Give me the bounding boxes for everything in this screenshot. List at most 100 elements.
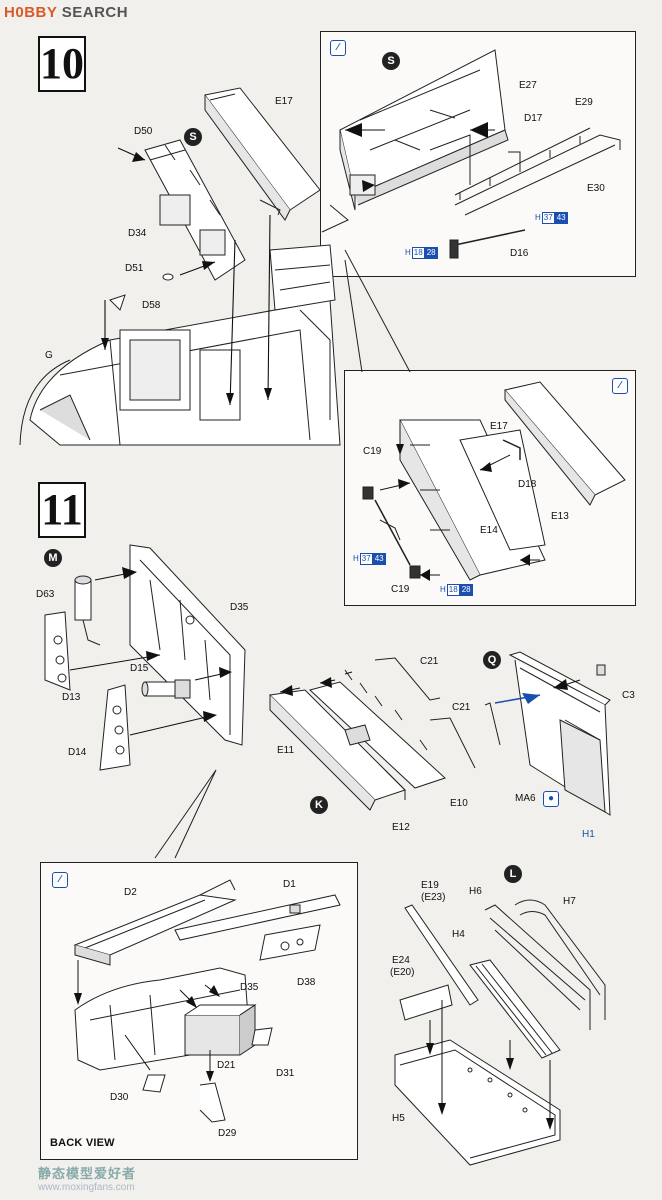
part-e17-inset-drawing: [504, 381, 626, 506]
label-d29: D29: [218, 1128, 237, 1139]
badge-s-inset: S: [382, 52, 400, 70]
part-h5-floor-drawing: [394, 1039, 561, 1166]
label-d13: D13: [62, 692, 81, 703]
label-d38: D38: [297, 977, 316, 988]
part-e19-drawing: [404, 904, 479, 1006]
part-d63-drawing: [74, 575, 101, 646]
part-d51-drawing: [162, 273, 174, 281]
label-d58: D58: [142, 300, 161, 311]
label-d2: D2: [124, 887, 137, 898]
label-e24: E24: [392, 955, 410, 966]
label-d35-back: D35: [240, 982, 259, 993]
part-d31-drawing: [251, 1027, 273, 1046]
part-d21-drawing: [184, 1004, 257, 1056]
part-c3-window-drawing: [508, 651, 611, 816]
badge-s-main: S: [184, 128, 202, 146]
part-d2-drawing: [73, 894, 237, 966]
label-d14: D14: [68, 747, 87, 758]
paint-brush-icon: ∕: [52, 872, 68, 888]
label-e10: E10: [450, 798, 468, 809]
part-d38-drawing: [259, 924, 321, 961]
label-d1: D1: [283, 879, 296, 890]
part-c21-drawing: [344, 657, 476, 769]
part-e24-drawing: [399, 984, 453, 1021]
label-c3: C3: [622, 690, 635, 701]
label-d35: D35: [230, 602, 249, 613]
label-d21: D21: [217, 1060, 236, 1071]
part-h7-drawing: [514, 899, 606, 1020]
part-d29-drawing: [199, 1082, 226, 1123]
label-c21-a: C21: [420, 656, 439, 667]
part-d18-drawing: [502, 439, 521, 460]
label-e30: E30: [587, 183, 605, 194]
badge-m: M: [44, 549, 62, 567]
label-c19-b: C19: [391, 584, 410, 595]
label-h5: H5: [392, 1113, 405, 1124]
part-e11-e10-e12-drawing: [268, 681, 446, 811]
part-h4-drawing: [469, 959, 561, 1059]
part-d35-frame-drawing: [129, 544, 246, 746]
label-d63: D63: [36, 589, 55, 600]
part-d34-panel-drawing: [144, 139, 246, 281]
part-d2-flag-drawing: [199, 879, 236, 896]
label-c19-a: C19: [363, 446, 382, 457]
label-e14: E14: [480, 525, 498, 536]
badge-l: L: [504, 865, 522, 883]
part-d58-drawing: [109, 294, 126, 311]
paint-brush-icon: ∕: [612, 378, 628, 394]
part-d15-drawing: [141, 679, 191, 699]
label-e17: E17: [275, 96, 293, 107]
part-e17-seat-drawing: [204, 87, 321, 221]
label-d17: D17: [524, 113, 543, 124]
watermark-logo: 静态模型爱好者: [38, 1166, 137, 1181]
label-h6: H6: [469, 886, 482, 897]
label-d18: D18: [518, 479, 537, 490]
part-d13-drawing: [44, 611, 71, 691]
label-e12: E12: [392, 822, 410, 833]
label-d30: D30: [110, 1092, 129, 1103]
hobby-search-logo: H0BBY SEARCH: [4, 4, 129, 21]
badge-k: K: [310, 796, 328, 814]
label-e20: (E20): [390, 967, 415, 978]
hull-body-drawing: [19, 244, 341, 446]
label-e29: E29: [575, 97, 593, 108]
label-e27: E27: [519, 80, 537, 91]
label-e11: E11: [277, 745, 295, 756]
label-c21-b: C21: [452, 702, 471, 713]
part-d16-handle-drawing: [449, 151, 526, 259]
part-d1-drawing: [174, 894, 341, 941]
label-d34: D34: [128, 228, 147, 239]
step-11-number: 11: [38, 482, 86, 538]
part-h6-drawing: [484, 904, 591, 1030]
paint-drop-icon: ●: [543, 791, 559, 807]
watermark-url: www.moxingfans.com: [38, 1182, 135, 1193]
part-h1-glass-drawing: [484, 702, 501, 746]
label-d16: D16: [510, 248, 529, 259]
label-d50: D50: [134, 126, 153, 137]
label-d51: D51: [125, 263, 144, 274]
back-view-caption: BACK VIEW: [50, 1137, 115, 1149]
badge-q: Q: [483, 651, 501, 669]
label-d15: D15: [130, 663, 149, 674]
label-e17-inset: E17: [490, 421, 508, 432]
part-e13-body-drawing: [399, 419, 546, 581]
part-d14-drawing: [99, 684, 131, 771]
part-c19-drawing: [362, 486, 421, 579]
label-h1: H1: [582, 829, 595, 840]
label-g: G: [45, 350, 53, 361]
label-h7: H7: [563, 896, 576, 907]
label-ma6: MA6: [515, 793, 536, 804]
paint-brush-icon: ∕: [330, 40, 346, 56]
label-h4: H4: [452, 929, 465, 940]
part-e27-drawing: [339, 49, 509, 211]
label-e13: E13: [551, 511, 569, 522]
label-d31: D31: [276, 1068, 295, 1079]
label-e23: (E23): [421, 892, 446, 903]
part-d30-drawing: [142, 1074, 166, 1093]
label-e19: E19: [421, 880, 439, 891]
